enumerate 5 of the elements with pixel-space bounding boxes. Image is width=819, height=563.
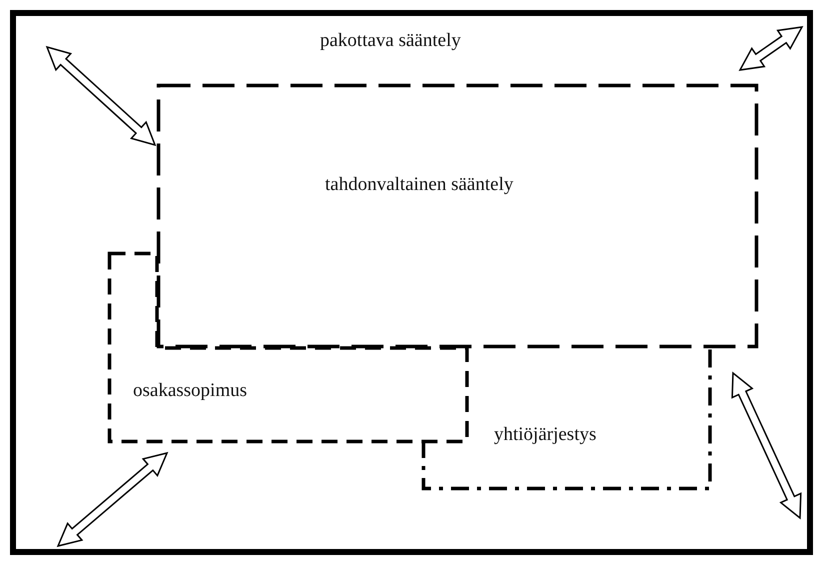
region-label: osakassopimus — [133, 380, 247, 402]
region-label: yhtiöjärjestys — [494, 424, 596, 446]
region-label: tahdonvaltainen sääntely — [325, 174, 514, 196]
outer-region — [10, 10, 813, 555]
region-label: pakottava sääntely — [320, 30, 461, 52]
